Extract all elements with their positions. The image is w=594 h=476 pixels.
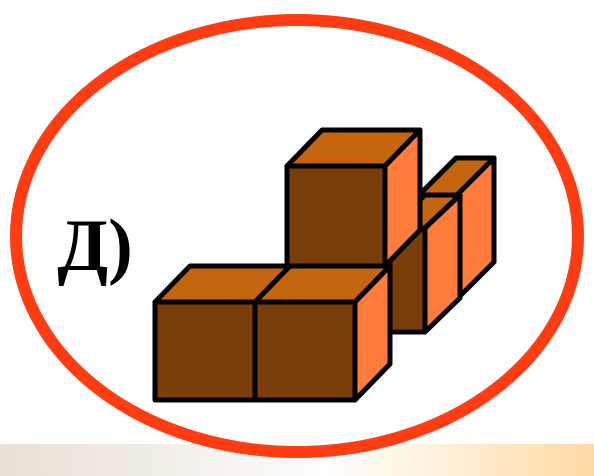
oval-frame [10, 14, 584, 458]
cube-top [284, 127, 423, 269]
option-label: Д) [57, 205, 133, 287]
cube-front-right [252, 263, 393, 403]
cube-front-left [152, 263, 293, 403]
cube-structure [152, 127, 497, 403]
